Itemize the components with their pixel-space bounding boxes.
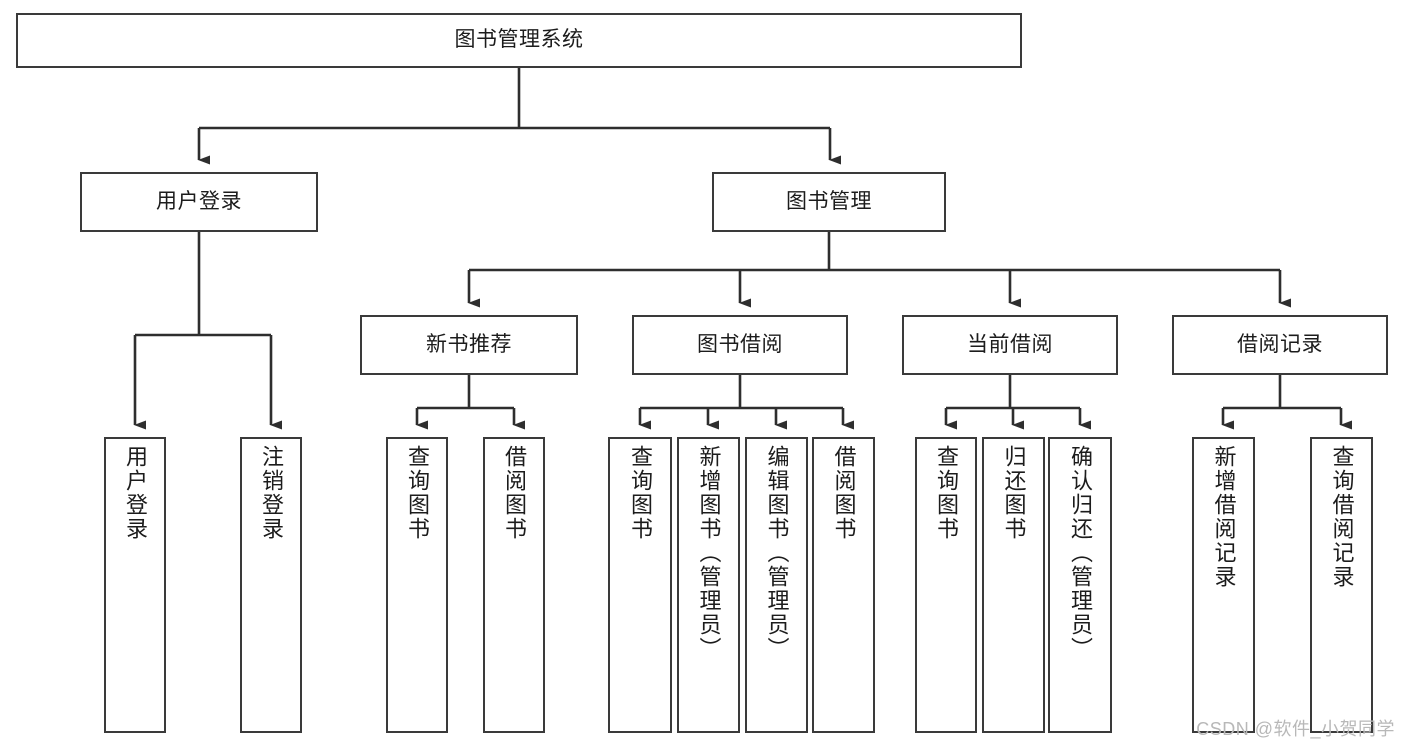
node-label: 查询图书 [405, 445, 430, 541]
node-label: 归还图书 [1001, 445, 1027, 541]
node-user-login[interactable]: 用户登录 [80, 172, 318, 232]
node-book-manage[interactable]: 图书管理 [712, 172, 946, 232]
leaf-add-borrow-record[interactable]: 新增借阅记录 [1192, 437, 1255, 733]
leaf-borrow-book-recommend[interactable]: 借阅图书 [483, 437, 545, 733]
node-label: 注销登录 [259, 445, 284, 541]
node-label: 查询借阅记录 [1329, 445, 1355, 589]
node-label: 查询图书 [934, 445, 959, 541]
node-label: 用户登录 [123, 445, 148, 541]
watermark-text: CSDN @软件_小贺同学 [1196, 719, 1395, 739]
leaf-query-book-borrow[interactable]: 查询图书 [608, 437, 672, 733]
leaf-borrow-book[interactable]: 借阅图书 [812, 437, 875, 733]
node-label: 确认归还（管理员） [1068, 445, 1093, 661]
node-label: 用户登录 [156, 189, 242, 213]
node-borrow-record[interactable]: 借阅记录 [1172, 315, 1388, 375]
node-label: 借阅图书 [831, 445, 857, 541]
node-root-system[interactable]: 图书管理系统 [16, 13, 1022, 68]
node-label: 图书管理系统 [454, 28, 584, 52]
node-label: 新增借阅记录 [1211, 445, 1237, 589]
node-label: 新增图书（管理员） [696, 445, 722, 661]
leaf-return-book[interactable]: 归还图书 [982, 437, 1045, 733]
node-new-book-recommend[interactable]: 新书推荐 [360, 315, 578, 375]
node-label: 编辑图书（管理员） [764, 445, 790, 661]
node-book-borrow[interactable]: 图书借阅 [632, 315, 848, 375]
node-label: 新书推荐 [426, 332, 512, 356]
leaf-query-book-recommend[interactable]: 查询图书 [386, 437, 448, 733]
node-label: 借阅记录 [1237, 332, 1323, 356]
node-label: 查询图书 [628, 445, 653, 541]
node-label: 借阅图书 [502, 445, 527, 541]
node-label: 当前借阅 [967, 332, 1053, 356]
leaf-add-book[interactable]: 新增图书（管理员） [677, 437, 740, 733]
leaf-query-book-current[interactable]: 查询图书 [915, 437, 977, 733]
node-label: 图书借阅 [697, 332, 783, 356]
leaf-query-borrow-record[interactable]: 查询借阅记录 [1310, 437, 1373, 733]
leaf-edit-book[interactable]: 编辑图书（管理员） [745, 437, 808, 733]
node-current-borrow[interactable]: 当前借阅 [902, 315, 1118, 375]
leaf-user-login[interactable]: 用户登录 [104, 437, 166, 733]
leaf-logout-login[interactable]: 注销登录 [240, 437, 302, 733]
node-label: 图书管理 [786, 189, 872, 213]
leaf-confirm-return[interactable]: 确认归还（管理员） [1048, 437, 1112, 733]
